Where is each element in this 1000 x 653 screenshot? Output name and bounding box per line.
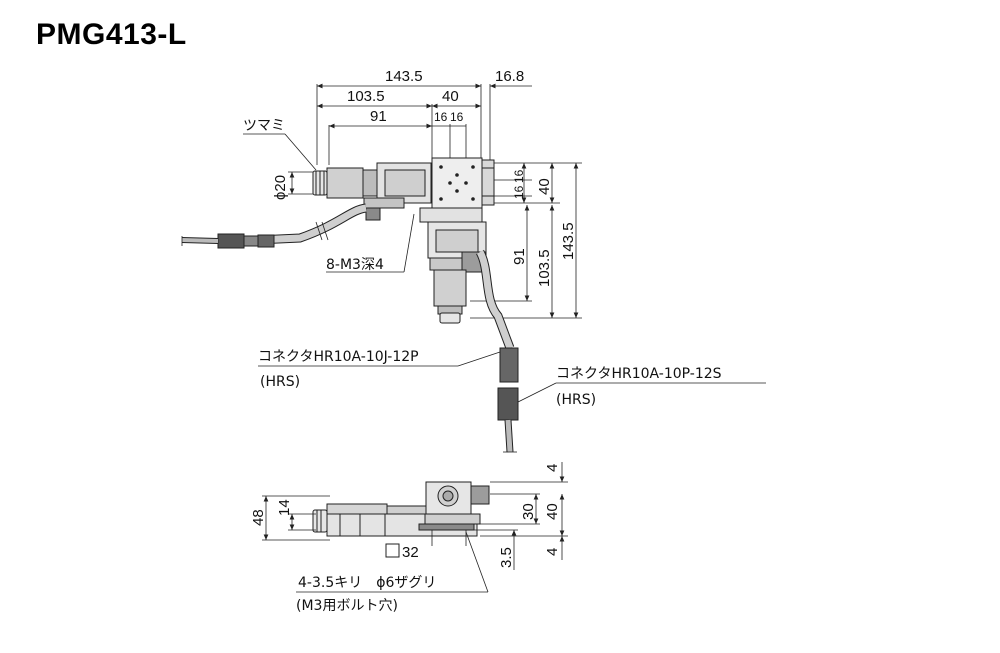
label-knob: ツマミ: [243, 118, 285, 134]
side-view-stage: [312, 481, 490, 537]
dim-side-30: 30: [520, 503, 537, 520]
dim-side-48: 48: [250, 509, 267, 526]
label-connector2-maker: (HRS): [556, 392, 596, 408]
top-view-dimensions: 143.5 16.8 103.5 40 91 16 16 16 16 40 91: [272, 68, 582, 319]
x-connector: [217, 233, 245, 249]
y-connector-2: [497, 387, 519, 421]
dim-side-4-bottom: 4: [544, 548, 561, 556]
side-view-dimensions: 48 14 4 30 40 4 3.5 32 4-3.5キリ ϕ6ザグリ (M3…: [250, 462, 568, 614]
dim-v-40: 40: [536, 178, 553, 195]
top-view-labels: ツマミ 8-M3深4 コネクタHR10A-10J-12P (HRS) コネクタH…: [243, 118, 766, 408]
dim-143-5: 143.5: [385, 68, 423, 85]
dim-40: 40: [442, 88, 459, 105]
dim-103-5: 103.5: [347, 88, 385, 105]
dim-16-8: 16.8: [495, 68, 524, 85]
label-hole-spec: 4-3.5キリ ϕ6ザグリ: [298, 575, 436, 591]
stage-table: [431, 157, 483, 209]
dim-v-143-5: 143.5: [560, 222, 577, 260]
dim-side-40: 40: [544, 503, 561, 520]
page-title: PMG413-L: [36, 18, 187, 51]
label-holes: 8-M3深4: [326, 257, 384, 273]
top-view-stage: [181, 157, 519, 453]
dim-side-sq32: 32: [402, 544, 419, 561]
dim-phi20: ϕ20: [272, 175, 289, 200]
dim-v-103-5: 103.5: [536, 249, 553, 287]
label-connector1-maker: (HRS): [260, 374, 300, 390]
dim-16-b: 16: [450, 110, 464, 124]
label-hole-note: (M3用ボルト穴): [296, 598, 398, 614]
dim-side-3-5: 3.5: [498, 547, 515, 568]
dim-side-4-top: 4: [544, 464, 561, 472]
dim-side-14: 14: [276, 499, 293, 516]
dim-16-a: 16: [434, 110, 448, 124]
dim-v-16-b: 16: [512, 169, 526, 183]
dim-v-91: 91: [511, 248, 528, 265]
y-connector-1: [499, 347, 519, 383]
label-connector2-name: コネクタHR10A-10P-12S: [556, 366, 722, 382]
y-motor: [433, 269, 467, 307]
dim-v-16-a: 16: [512, 185, 526, 199]
dim-91: 91: [370, 108, 387, 125]
x-motor: [326, 167, 364, 199]
label-connector1-name: コネクタHR10A-10J-12P: [258, 349, 419, 365]
square-symbol: [385, 543, 400, 558]
